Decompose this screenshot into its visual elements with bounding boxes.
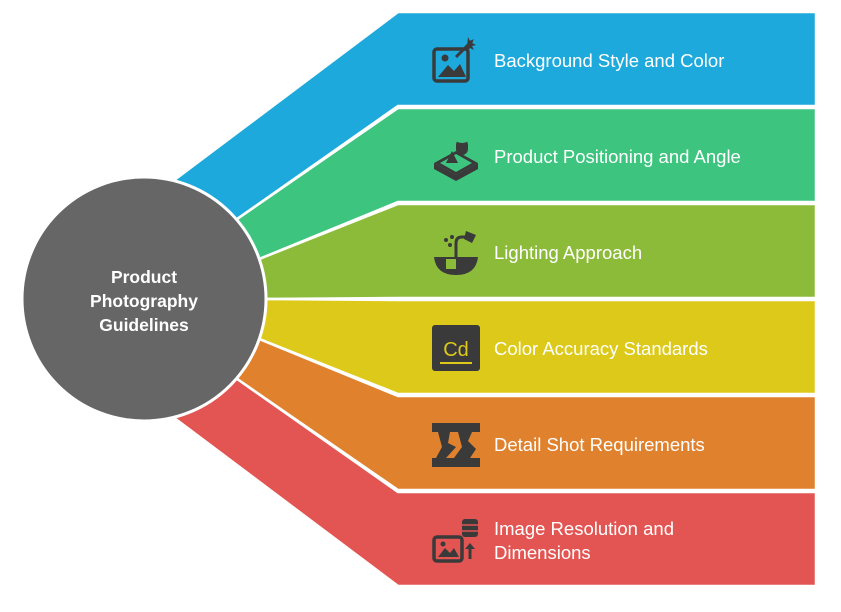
item-label-line-1: Lighting Approach: [494, 242, 642, 263]
item-label-line-1: Detail Shot Requirements: [494, 434, 705, 455]
center-title-line-1: Product: [111, 267, 177, 287]
center-title-line-2: Photography: [90, 291, 198, 311]
texture-blocks-icon: [432, 423, 480, 467]
lamp-bowl-icon: [434, 231, 478, 275]
item-label-line-1: Image Resolution and: [494, 518, 674, 539]
item-label-line-2: Dimensions: [494, 542, 591, 563]
center-circle: [20, 175, 268, 423]
center-title-line-3: Guidelines: [99, 315, 189, 335]
item-label-line-1: Product Positioning and Angle: [494, 146, 741, 167]
item-segment-1: Background Style and Color: [170, 10, 818, 222]
item-segment-4: Cd Color Accuracy Standards: [256, 297, 818, 396]
item-label-line-1: Background Style and Color: [494, 50, 724, 71]
platform-shapes-icon: [434, 137, 478, 181]
image-database-icon: [432, 519, 478, 563]
image-magic-wand-icon: [432, 37, 476, 83]
cd-badge-icon: Cd: [432, 325, 480, 371]
center-hub: Product Photography Guidelines: [20, 175, 268, 423]
cd-badge-text: Cd: [443, 339, 469, 361]
item-label-line-1: Color Accuracy Standards: [494, 338, 708, 359]
item-segment-2: Product Positioning and Angle: [233, 106, 818, 262]
